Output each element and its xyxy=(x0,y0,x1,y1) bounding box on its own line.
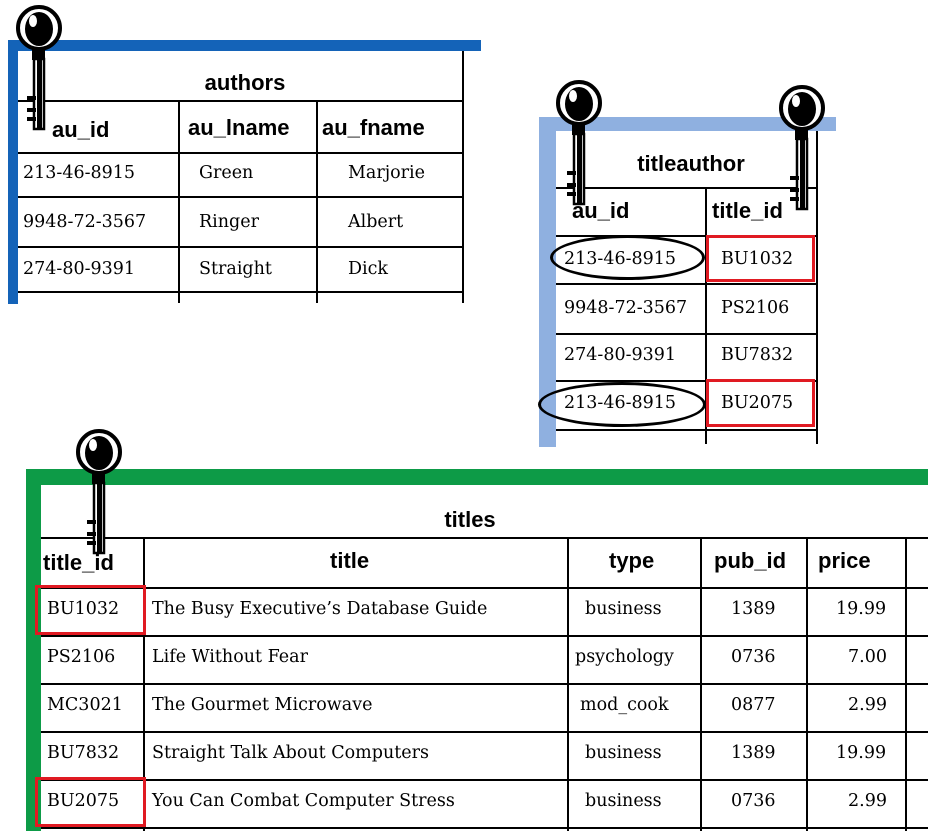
authors-accent-top xyxy=(8,40,481,51)
authors-row-1-au-fname: Marjorie xyxy=(348,163,425,183)
authors-row-3-au-fname: Dick xyxy=(348,259,389,279)
titles-header-price: price xyxy=(818,548,871,573)
highlight-box xyxy=(35,585,146,635)
titles-row-5-title-id: BU2075 xyxy=(47,791,120,811)
highlight-oval xyxy=(538,382,706,427)
titles-row-1-type: business xyxy=(585,599,662,619)
titleauthor-header-title-id: title_id xyxy=(712,198,783,223)
highlight-oval xyxy=(550,235,705,280)
key-icon xyxy=(556,80,602,206)
titleauthor-row-3-title-id: BU7832 xyxy=(721,345,794,365)
titles-row-5-price: 2.99 xyxy=(848,791,887,811)
titles-row-3-type: mod_cook xyxy=(580,695,669,715)
titles-header-pub-id: pub_id xyxy=(714,548,787,573)
titles-row-2-price: 7.00 xyxy=(848,647,887,667)
titles-header-type: type xyxy=(609,548,655,573)
authors-row-3-au-lname: Straight xyxy=(199,259,272,279)
titles-row-3-price: 2.99 xyxy=(848,695,887,715)
titleauthor-row-4-title-id: BU2075 xyxy=(721,393,794,413)
titleauthor-row-2-au-id: 9948-72-3567 xyxy=(564,298,688,318)
highlight-box xyxy=(706,235,815,282)
authors-row-2-au-id: 9948-72-3567 xyxy=(23,212,147,232)
titleauthor-accent-left xyxy=(539,117,556,447)
highlight-box xyxy=(35,777,146,827)
key-icon xyxy=(779,85,825,211)
titles-row-5-type: business xyxy=(585,791,662,811)
titles-row-3-pub-id: 0877 xyxy=(731,695,776,715)
authors-row-3-au-id: 274-80-9391 xyxy=(23,259,136,279)
titleauthor-row-1-title-id: BU1032 xyxy=(721,249,794,269)
titles-row-5-pub-id: 0736 xyxy=(731,791,776,811)
titles-row-5-title: You Can Combat Computer Stress xyxy=(152,791,455,811)
authors-row-1-au-id: 213-46-8915 xyxy=(23,163,136,183)
titles-row-1-title-id: BU1032 xyxy=(47,599,120,619)
titles-row-4-title: Straight Talk About Computers xyxy=(152,743,429,763)
titleauthor-row-3-au-id: 274-80-9391 xyxy=(564,345,677,365)
highlight-box xyxy=(706,379,815,427)
authors-row-1-au-lname: Green xyxy=(199,163,254,183)
authors-accent-left xyxy=(8,40,18,304)
authors-table-title: authors xyxy=(204,70,286,95)
titles-row-1-price: 19.99 xyxy=(836,599,887,619)
authors-row-2-au-fname: Albert xyxy=(348,212,404,232)
titles-row-2-title: Life Without Fear xyxy=(152,647,308,667)
titles-header-title: title xyxy=(330,548,370,573)
titles-row-2-type: psychology xyxy=(575,647,674,667)
titles-row-2-pub-id: 0736 xyxy=(731,647,776,667)
authors-header-au-lname: au_lname xyxy=(188,115,290,140)
titles-row-3-title-id: MC3021 xyxy=(47,695,123,715)
key-icon xyxy=(16,5,62,131)
titles-table-title: titles xyxy=(444,507,496,532)
titles-row-4-pub-id: 1389 xyxy=(731,743,776,763)
authors-row-2-au-lname: Ringer xyxy=(199,212,259,232)
titles-row-4-title-id: BU7832 xyxy=(47,743,120,763)
titles-row-2-title-id: PS2106 xyxy=(47,647,116,667)
titleauthor-row-2-title-id: PS2106 xyxy=(721,298,790,318)
titles-accent-left xyxy=(26,469,41,831)
titles-row-3-title: The Gourmet Microwave xyxy=(152,695,373,715)
titles-row-4-type: business xyxy=(585,743,662,763)
titles-accent-top xyxy=(26,469,928,485)
titles-row-4-price: 19.99 xyxy=(836,743,887,763)
authors-header-au-id: au_id xyxy=(52,117,110,142)
authors-header-au-fname: au_fname xyxy=(322,115,425,140)
titles-row-1-title: The Busy Executive’s Database Guide xyxy=(152,599,488,619)
titleauthor-table-title: titleauthor xyxy=(637,151,745,176)
titles-row-1-pub-id: 1389 xyxy=(731,599,776,619)
key-icon xyxy=(76,429,122,555)
titleauthor-accent-top xyxy=(539,117,836,131)
